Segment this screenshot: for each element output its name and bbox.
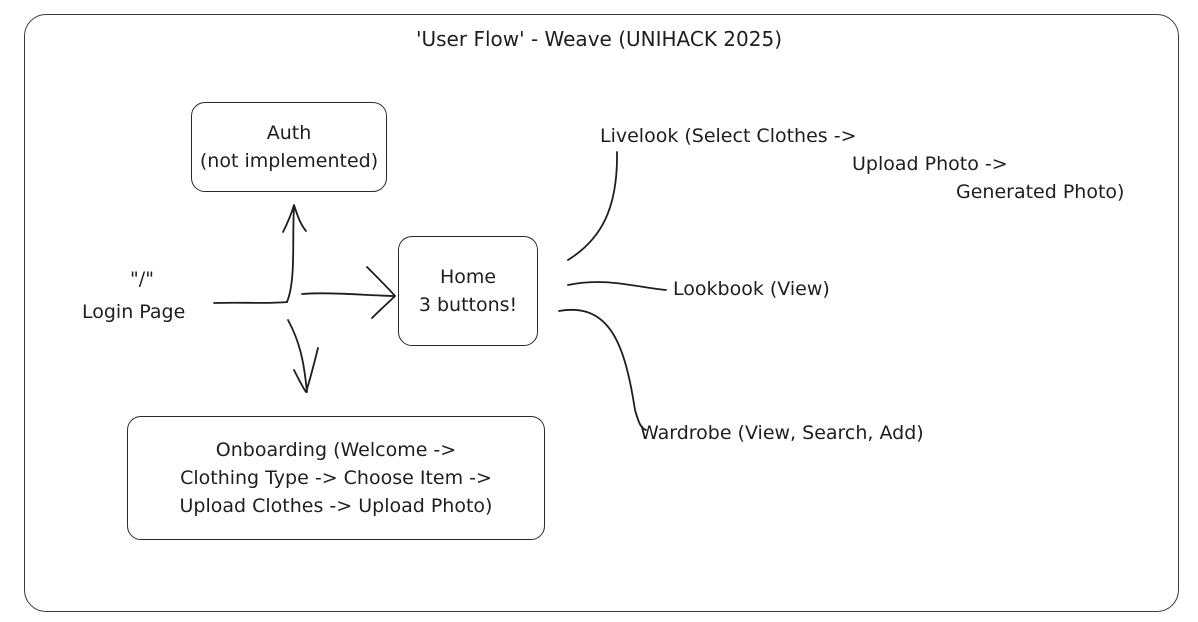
onboarding-line-3: Upload Clothes -> Upload Photo): [179, 495, 493, 517]
onboarding-line-2: Clothing Type -> Choose Item ->: [180, 467, 492, 489]
auth-arrow-shaft: [286, 206, 295, 303]
onboarding-node: Onboarding (Welcome -> Clothing Type -> …: [127, 416, 545, 540]
wardrobe-label: Wardrobe (View, Search, Add): [640, 422, 924, 444]
auth-node: Auth (not implemented): [191, 102, 387, 192]
auth-arrow-head: [282, 204, 307, 233]
livelook-line-3: Generated Photo): [956, 181, 1125, 203]
diagram-frame: [24, 14, 1179, 612]
home-arrow-shaft: [301, 292, 394, 297]
login-connector: [213, 301, 288, 304]
auth-title: Auth: [266, 122, 312, 144]
onboarding-line-1: Onboarding (Welcome ->: [215, 439, 457, 461]
wardrobe-connector: [558, 308, 647, 431]
livelook-line-2: Upload Photo ->: [852, 153, 1008, 175]
home-title: Home: [439, 266, 497, 288]
login-page-label: Login Page: [82, 301, 186, 323]
livelook-line-1: Livelook (Select Clothes ->: [600, 125, 857, 147]
home-note: 3 buttons!: [418, 294, 518, 316]
diagram-title: 'User Flow' - Weave (UNIHACK 2025): [416, 27, 782, 51]
livelook-connector: [567, 151, 618, 261]
home-node: Home 3 buttons!: [398, 236, 538, 346]
login-route-label: "/": [130, 268, 154, 290]
onboarding-arrow-shaft: [287, 319, 308, 393]
home-arrow-head: [366, 266, 396, 319]
lookbook-label: Lookbook (View): [673, 278, 830, 300]
auth-note: (not implemented): [199, 150, 379, 172]
lookbook-connector: [567, 281, 667, 291]
onboarding-arrow-head: [293, 347, 319, 393]
